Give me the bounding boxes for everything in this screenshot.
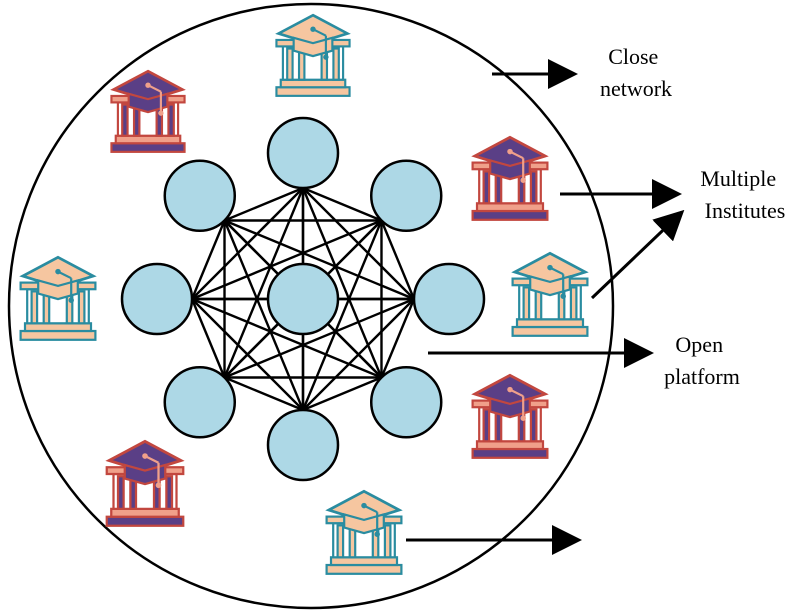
annotation-arrows [406,59,685,555]
network-node-center [266,262,340,336]
label-close-network-line2: network [600,76,672,101]
network-edge [223,220,305,411]
network-node [369,159,443,233]
network-edge [190,220,226,300]
network-node [412,262,486,336]
institute-icon-right-middle [511,251,589,338]
annotation-labels: Close network Multiple Institutes Open p… [600,44,785,389]
label-open-platform: Open platform [664,332,740,389]
institute-icon-top-left [110,69,186,154]
network-node [163,159,237,233]
arrow-multiple-institutes-lower [590,209,685,300]
network-edge [302,186,382,222]
network-edge [302,376,382,412]
institute-icon-right-upper [471,135,549,222]
label-open-platform-line1: Open [675,332,723,357]
network-edge [190,298,226,378]
institute-icon-right-lower [471,373,549,460]
label-multiple-institutes-line1: Multiple [700,166,776,191]
label-multiple-institutes-line2: Institutes [705,198,786,223]
network-nodes [120,116,486,482]
network-edge [224,219,415,301]
label-close-network-line1: Close [608,44,658,69]
network-edge [380,220,416,300]
label-multiple-institutes: Multiple Institutes [700,166,785,223]
label-close-network: Close network [600,44,672,101]
network-node [163,365,237,439]
network-node [266,408,340,482]
network-edge [224,376,304,412]
institute-icon-bottom-left [105,439,185,528]
network-node [120,262,194,336]
label-open-platform-line2: platform [664,364,740,389]
institute-icon-left [19,255,97,342]
institute-icon-top [275,13,351,98]
network-edge [380,298,416,378]
network-edge [224,186,304,222]
network-node [369,365,443,439]
institute-icon-bottom [325,489,403,576]
network-node [266,116,340,190]
